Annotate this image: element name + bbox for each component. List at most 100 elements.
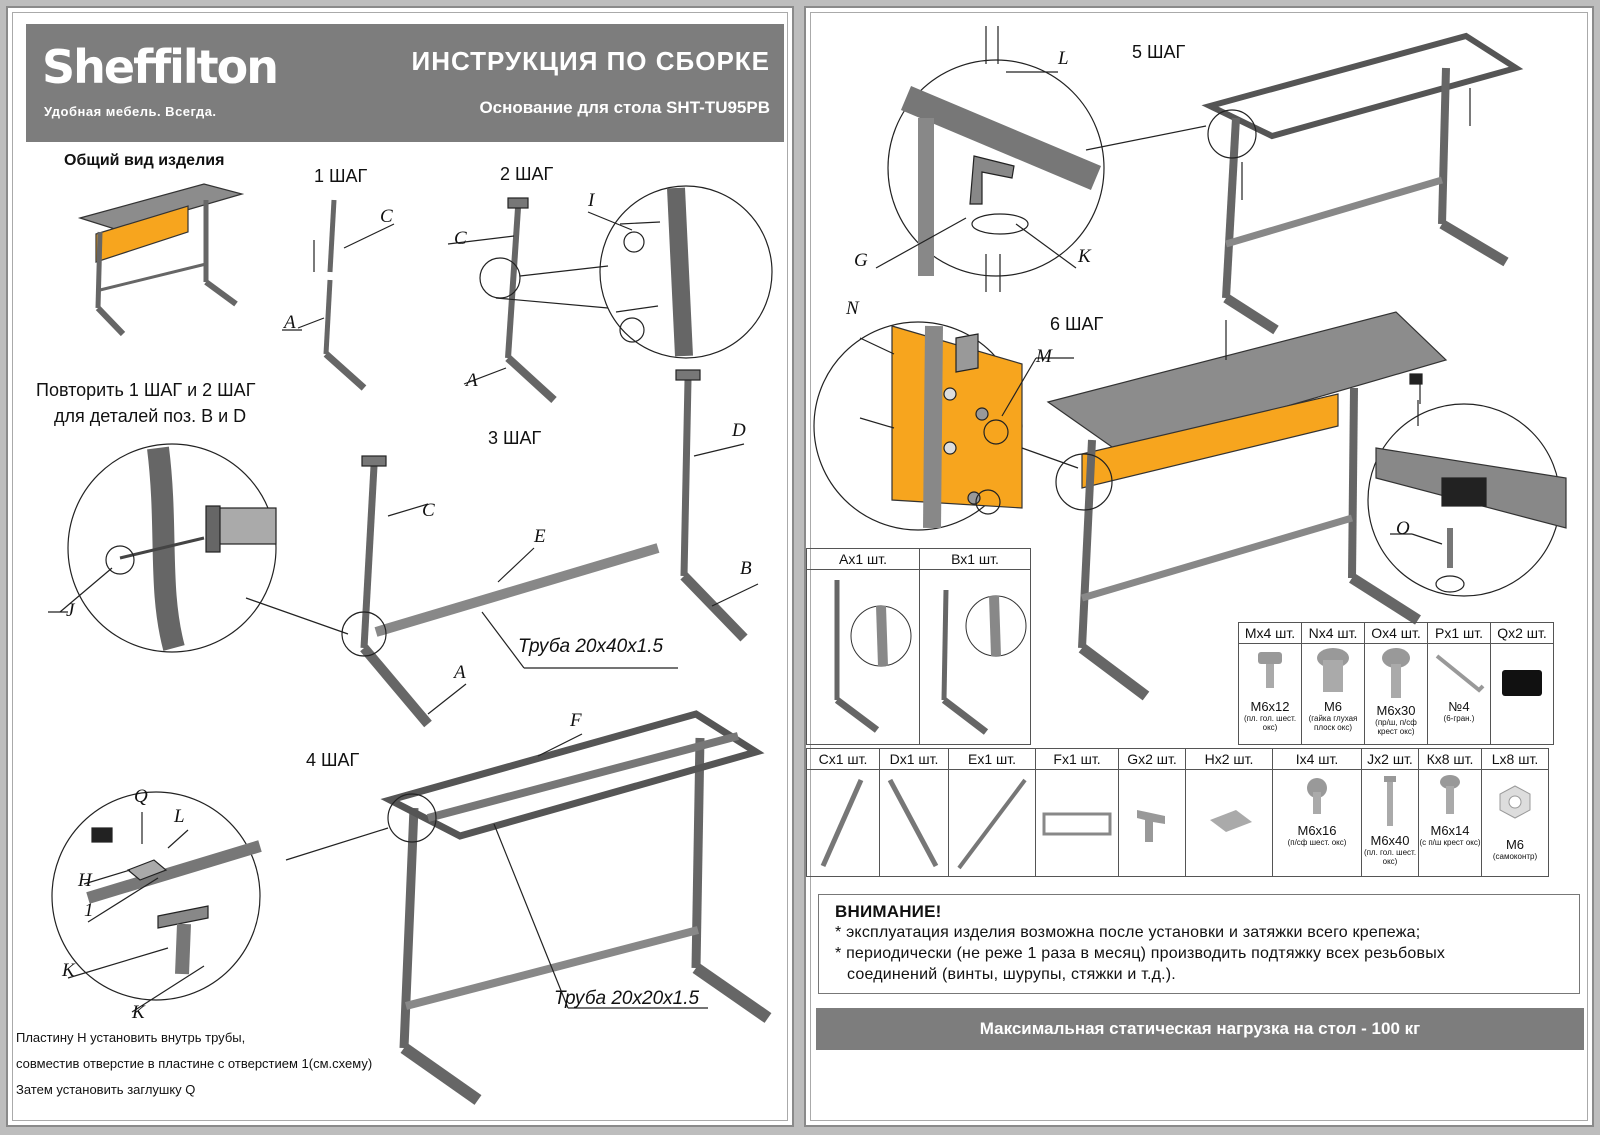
step6-detail-right xyxy=(1367,384,1567,597)
left-assembly-drawings xyxy=(48,183,773,1105)
part-n-code: М6 xyxy=(1323,699,1343,714)
part-cell-k: Кх8 шт. М6х14 (с п/ш крест окс) xyxy=(1418,748,1482,877)
step3-frame xyxy=(341,369,759,728)
label-one: 1 xyxy=(84,900,94,921)
part-k-note: (с п/ш крест окс) xyxy=(1419,838,1481,847)
label-i: I xyxy=(588,190,595,211)
part-q-image xyxy=(1491,644,1553,744)
step5-detail xyxy=(875,26,1207,292)
label-f: F xyxy=(570,710,582,731)
overview-desk xyxy=(77,183,245,337)
repeat-line1: Повторить 1 ШАГ и 2 ШАГ xyxy=(36,380,256,400)
part-cell-c: Сх1 шт. xyxy=(806,748,880,877)
part-e-header: Ех1 шт. xyxy=(949,749,1035,770)
part-o-code: М6х30 xyxy=(1376,703,1416,718)
part-cell-j: Jх2 шт. М6х40 (пл. гол. шест. окс) xyxy=(1361,748,1419,877)
part-cell-i: Iх4 шт. М6х16 (п/сф шест. окс) xyxy=(1272,748,1362,877)
part-cell-p: Pх1 шт. №4 (6-гран.) xyxy=(1427,622,1491,745)
part-e-image xyxy=(949,770,1035,876)
part-cell-n: Nх4 шт. М6 (гайка глухая плоск окс) xyxy=(1301,622,1365,745)
step1-title: 1 ШАГ xyxy=(314,166,368,186)
part-f-image xyxy=(1036,770,1118,876)
right-assembly-drawings xyxy=(813,26,1567,701)
step4-title: 4 ШАГ xyxy=(306,750,360,770)
warning-line3: соединений (винты, шурупы, стяжки и т.д.… xyxy=(847,966,1176,983)
product-subtitle: Основание для стола SHT-TU95PB xyxy=(479,98,770,117)
part-b-header: Вх1 шт. xyxy=(920,549,1030,570)
part-k-code: М6х14 xyxy=(1430,823,1470,838)
label-c-step3: C xyxy=(422,500,435,521)
step2-title: 2 ШАГ xyxy=(500,164,554,184)
left-sheet: Sheffilton Удобная мебель. Всегда. ИНСТР… xyxy=(6,6,794,1127)
warning-line2: * периодически (не реже 1 раза в месяц) … xyxy=(835,945,1446,962)
part-i-note: (п/сф шест. окс) xyxy=(1287,838,1347,847)
part-n-note: (гайка глухая плоск окс) xyxy=(1308,714,1358,732)
step6-title: 6 ШАГ xyxy=(1050,314,1104,334)
part-j-image: М6х40 (пл. гол. шест. окс) xyxy=(1362,770,1418,876)
label-l-right: L xyxy=(1058,48,1069,69)
part-m-header: Мх4 шт. xyxy=(1239,623,1301,644)
part-c-header: Сх1 шт. xyxy=(807,749,879,770)
legs-table: Ах1 шт. Вх1 шт. xyxy=(806,548,1031,745)
part-j-note: (пл. гол. шест. окс) xyxy=(1363,848,1417,866)
document-title: ИНСТРУКЦИЯ ПО СБОРКЕ xyxy=(411,46,770,76)
part-l-header: Lх8 шт. xyxy=(1482,749,1548,770)
part-k-image: М6х14 (с п/ш крест окс) xyxy=(1419,770,1481,876)
parts-table: Сх1 шт. Dх1 шт. Ех1 шт. Fх1 шт. Gх2 шт. … xyxy=(806,748,1549,877)
part-cell-d: Dх1 шт. xyxy=(879,748,949,877)
part-cell-q: Qх2 шт. xyxy=(1490,622,1554,745)
part-q-header: Qх2 шт. xyxy=(1491,623,1553,644)
step1-leg xyxy=(282,199,395,391)
left-frame xyxy=(12,12,788,1121)
part-g-image xyxy=(1119,770,1185,876)
warning-title: ВНИМАНИЕ! xyxy=(835,902,942,921)
part-b-image xyxy=(920,570,1030,744)
part-cell-l: Lх8 шт. М6 (самоконтр) xyxy=(1481,748,1549,877)
part-cell-f: Fх1 шт. xyxy=(1035,748,1119,877)
part-i-header: Iх4 шт. xyxy=(1273,749,1361,770)
part-h-header: Hх2 шт. xyxy=(1186,749,1272,770)
part-m-note: (пл. гол. шест. окс) xyxy=(1243,714,1297,732)
step5-title: 5 ШАГ xyxy=(1132,42,1186,62)
part-i-image: М6х16 (п/сф шест. окс) xyxy=(1273,770,1361,876)
part-p-image: №4 (6-гран.) xyxy=(1428,644,1490,744)
part-o-note: (пр/ш, п/сф крест окс) xyxy=(1375,718,1417,736)
part-n-image: М6 (гайка глухая плоск окс) xyxy=(1302,644,1364,744)
brand-slogan: Удобная мебель. Всегда. xyxy=(44,104,217,119)
warning-box: ВНИМАНИЕ! * эксплуатация изделия возможн… xyxy=(818,894,1580,994)
note-line3: Затем установить заглушку Q xyxy=(16,1082,196,1097)
part-cell-a: Ах1 шт. xyxy=(806,548,920,745)
step2-leg xyxy=(447,197,609,403)
part-o-image: М6х30 (пр/ш, п/сф крест окс) xyxy=(1365,644,1427,744)
label-h: H xyxy=(78,870,92,891)
step5-frame xyxy=(1201,32,1524,335)
part-m-code: М6х12 xyxy=(1250,699,1290,714)
label-a-step2: A xyxy=(466,370,478,391)
label-k-right: K xyxy=(1078,246,1091,267)
fasteners-table: Мх4 шт. М6х12 (пл. гол. шест. окс) Nх4 ш… xyxy=(1238,622,1554,745)
part-a-header: Ах1 шт. xyxy=(807,549,919,570)
part-l-image: М6 (самоконтр) xyxy=(1482,770,1548,876)
step3-j-detail xyxy=(48,443,349,653)
label-a-step3: A xyxy=(454,662,466,683)
max-load-banner: Максимальная статическая нагрузка на сто… xyxy=(816,1008,1584,1050)
label-o: O xyxy=(1396,518,1410,539)
label-j: J xyxy=(66,600,75,621)
repeat-line2: для деталей поз. B и D xyxy=(54,406,247,426)
part-m-image: М6х12 (пл. гол. шест. окс) xyxy=(1239,644,1301,744)
part-j-code: М6х40 xyxy=(1370,833,1410,848)
right-sheet: 5 ШАГ 6 ШАГ xyxy=(804,6,1594,1127)
step3-title: 3 ШАГ xyxy=(488,428,542,448)
part-d-image xyxy=(880,770,948,876)
warning-line1: * эксплуатация изделия возможна после ус… xyxy=(835,924,1421,941)
part-p-note: (6-гран.) xyxy=(1443,714,1475,723)
part-k-header: Кх8 шт. xyxy=(1419,749,1481,770)
part-a-image xyxy=(807,570,919,744)
part-i-code: М6х16 xyxy=(1297,823,1337,838)
label-k-2: K xyxy=(132,1002,145,1023)
part-cell-e: Ех1 шт. xyxy=(948,748,1036,877)
part-l-code: М6 xyxy=(1505,837,1525,852)
overview-title: Общий вид изделия xyxy=(64,152,225,169)
label-b: B xyxy=(740,558,752,579)
part-j-header: Jх2 шт. xyxy=(1362,749,1418,770)
